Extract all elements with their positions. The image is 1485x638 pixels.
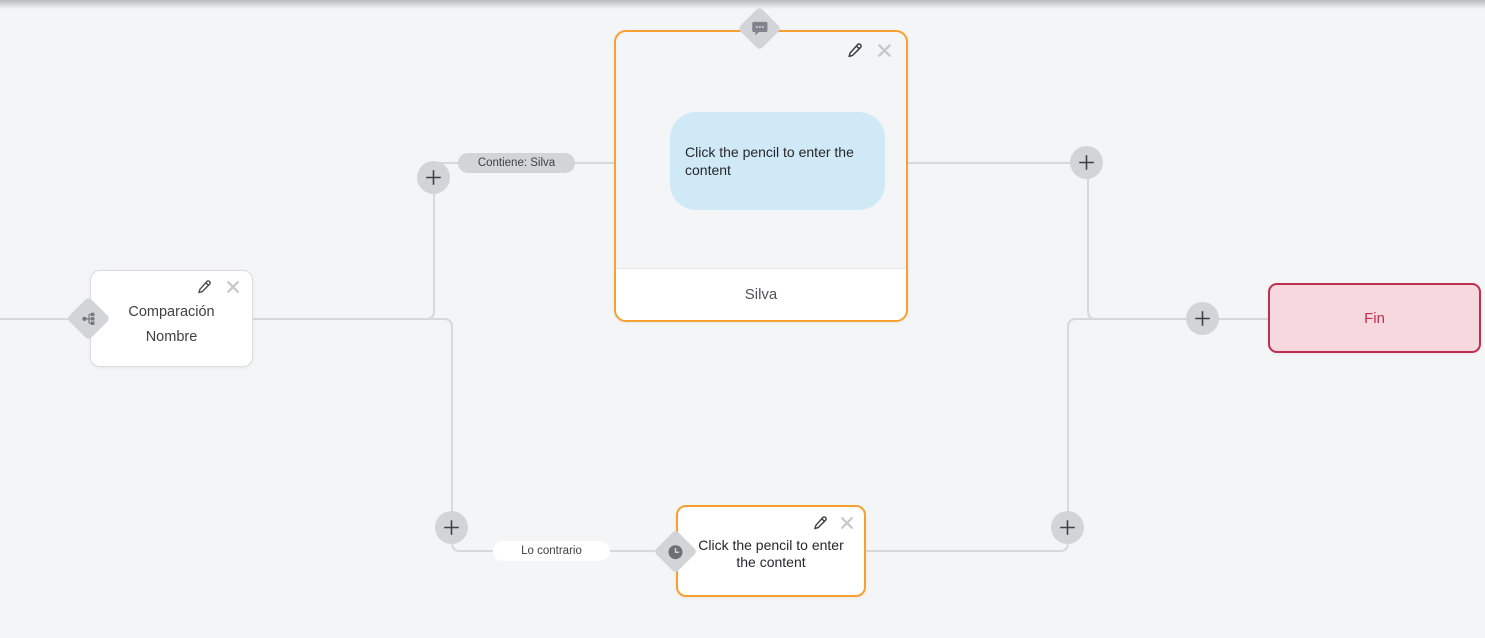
plus-icon xyxy=(426,170,441,185)
delete-otherwise-button[interactable] xyxy=(840,516,854,530)
edit-otherwise-button[interactable] xyxy=(812,515,828,531)
node-otherwise[interactable]: Click the pencil to enter the content xyxy=(676,505,866,597)
clock-icon xyxy=(668,544,683,559)
delete-condition-button[interactable] xyxy=(226,280,240,294)
node-condition[interactable]: Comparación Nombre xyxy=(90,270,253,367)
node-message[interactable]: Click the pencil to enter the content Si… xyxy=(614,30,908,322)
pencil-icon xyxy=(814,516,827,530)
edge-wait-to-end xyxy=(866,318,1268,552)
delete-message-button[interactable] xyxy=(877,43,892,58)
message-footer-text: Silva xyxy=(744,286,778,303)
message-badge xyxy=(737,6,782,51)
close-icon xyxy=(878,44,891,57)
close-icon xyxy=(227,281,239,293)
close-icon xyxy=(841,517,853,529)
add-node-button-top-left[interactable] xyxy=(417,161,450,194)
pencil-icon xyxy=(198,280,211,294)
condition-badge xyxy=(66,296,111,341)
edge-label-contains: Contiene: Silva xyxy=(458,153,575,173)
message-footer: Silva xyxy=(616,268,906,320)
plus-icon xyxy=(1079,155,1094,170)
node-end[interactable]: Fin xyxy=(1268,283,1481,353)
edge-label-otherwise: Lo contrario xyxy=(493,541,610,561)
edit-message-button[interactable] xyxy=(846,42,863,59)
add-node-button-bottom-right[interactable] xyxy=(1051,511,1084,544)
add-node-button-top-right[interactable] xyxy=(1070,146,1103,179)
end-label: Fin xyxy=(1364,309,1385,327)
plus-icon xyxy=(1060,520,1075,535)
chat-bubble-icon xyxy=(751,21,768,35)
condition-type-label: Comparación xyxy=(128,304,215,320)
plus-icon xyxy=(1195,311,1210,326)
edit-condition-button[interactable] xyxy=(196,279,212,295)
edge-message-to-end xyxy=(908,162,1268,320)
add-node-button-before-end[interactable] xyxy=(1186,302,1219,335)
message-bubble: Click the pencil to enter the content xyxy=(670,112,885,210)
pencil-icon xyxy=(848,43,862,58)
plus-icon xyxy=(444,520,459,535)
otherwise-badge xyxy=(653,529,698,574)
message-bubble-text: Click the pencil to enter the content xyxy=(685,144,854,178)
condition-name-label: Nombre xyxy=(145,329,198,345)
sitemap-icon xyxy=(82,312,95,325)
add-node-button-bottom-left[interactable] xyxy=(435,511,468,544)
otherwise-text: Click the pencil to enter the content xyxy=(698,537,844,570)
edge-condition-to-wait xyxy=(253,318,676,552)
